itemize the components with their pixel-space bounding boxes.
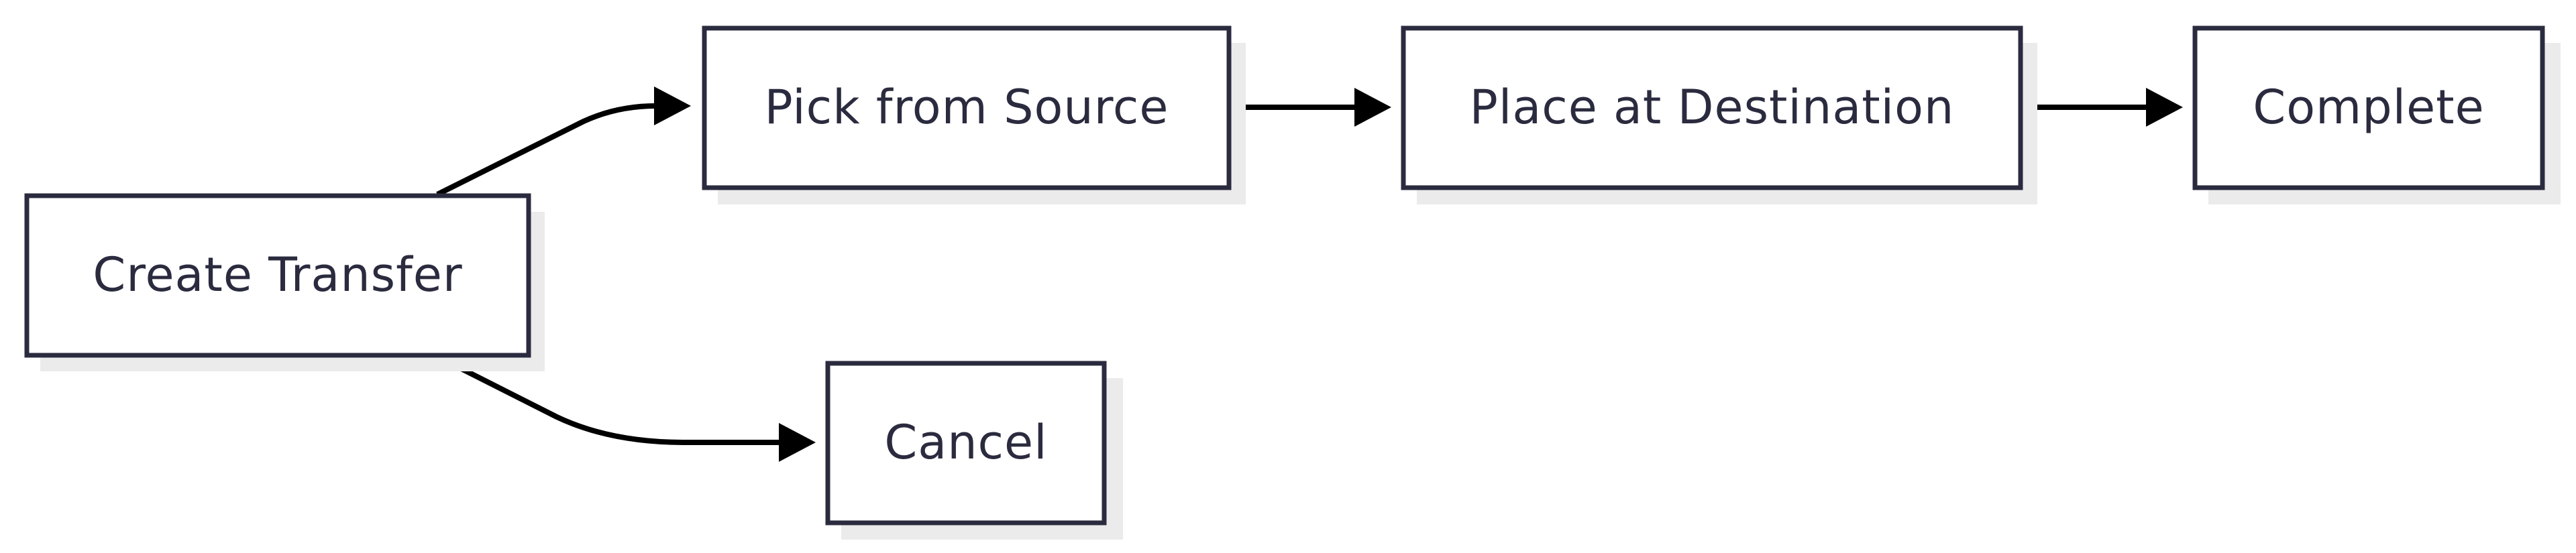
node-box [24,193,531,358]
node-label-complete: Complete [2253,80,2484,135]
edge-create-to-pick [436,103,664,197]
node-label-place-at-destination: Place at Destination [1470,80,1955,135]
node-label-cancel: Cancel [884,415,1047,470]
node-complete: Complete [2192,25,2561,204]
arrowhead-pick-to-place [1354,88,1391,127]
node-cancel: Cancel [825,361,1123,540]
node-pick-from-source: Pick from Source [702,25,1246,204]
node-create-transfer: Create Transfer [24,193,545,371]
node-box [825,361,1107,526]
node-label-create-transfer: Create Transfer [93,247,462,302]
node-place-at-destination: Place at Destination [1401,25,2037,204]
node-box [702,25,1232,190]
node-label-pick-from-source: Pick from Source [765,80,1169,135]
node-box [1401,25,2023,190]
node-box [2192,25,2545,190]
edges [436,86,2183,462]
arrowhead-create-to-cancel [779,423,816,462]
arrowhead-place-to-complete [2146,88,2183,127]
edge-create-to-cancel [436,354,788,445]
arrowhead-create-to-pick [654,86,691,125]
